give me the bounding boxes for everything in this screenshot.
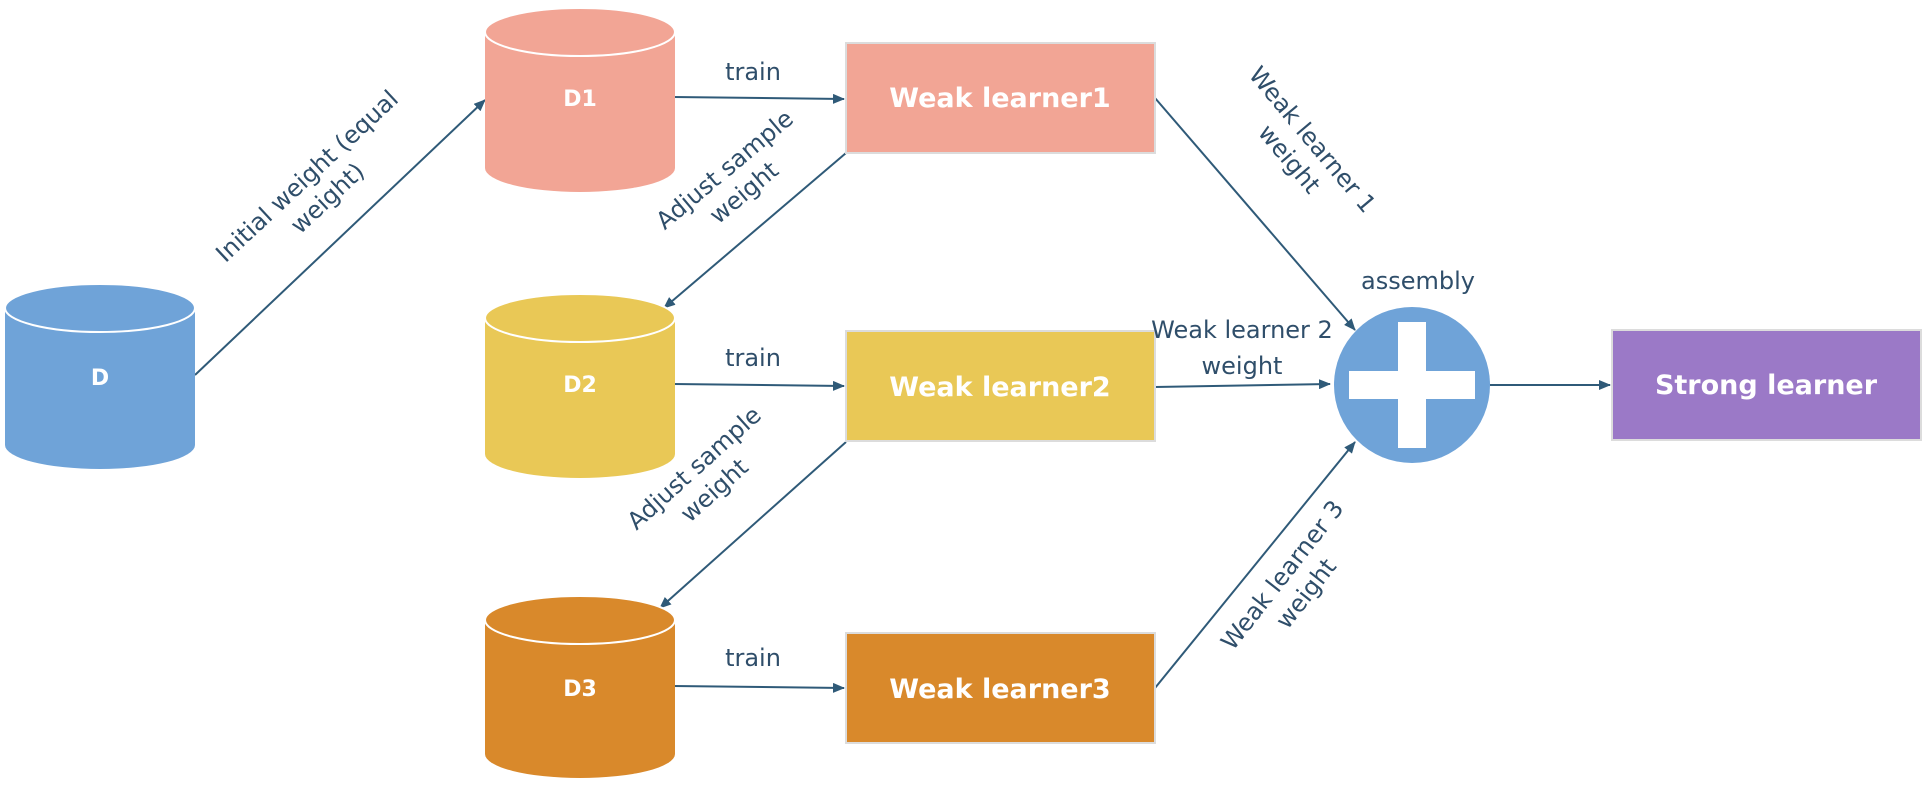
cylinder-d3: D3 — [484, 595, 676, 778]
edge-weak1-to-assembly — [1154, 97, 1356, 331]
plus-icon — [1349, 322, 1475, 448]
edge-d2-to-weak2 — [672, 380, 845, 391]
initial-weight-line-1: Initial weight (equal — [210, 85, 404, 268]
wl2-weight-line-2: weight — [1202, 352, 1283, 380]
edge-label-train-1: train — [725, 58, 781, 86]
edge-label-weak-learner-2-weight: Weak learner 2 weight — [1151, 316, 1333, 380]
cylinder-d1-label: D1 — [563, 87, 597, 112]
weak-learner-3-box: Weak learner3 — [845, 632, 1156, 744]
edge-label-train-2: train — [725, 344, 781, 372]
weak-learner-1-box: Weak learner1 — [845, 42, 1156, 154]
cylinder-d2: D2 — [484, 293, 676, 478]
assembly-node: assembly — [1334, 267, 1490, 463]
edge-label-train-3: train — [725, 644, 781, 672]
edge-weak2-to-d3 — [659, 441, 847, 609]
strong-learner-box: Strong learner — [1611, 329, 1922, 441]
cylinder-d2-label: D2 — [563, 373, 597, 398]
cylinder-d1: D1 — [484, 7, 676, 192]
edge-d-to-d1 — [194, 99, 486, 376]
edge-weak3-to-assembly — [1154, 441, 1356, 689]
weak-learner-3-label: Weak learner3 — [889, 674, 1110, 705]
wl2-weight-line-1: Weak learner 2 — [1151, 316, 1333, 344]
edge-d1-to-weak1 — [672, 93, 845, 104]
assembly-label: assembly — [1361, 267, 1475, 295]
edge-d3-to-weak3 — [672, 682, 845, 693]
edge-label-weak-learner-1-weight: Weak learner 1 weight — [1243, 61, 1381, 218]
edge-weak2-to-assembly — [1154, 379, 1331, 390]
cylinder-d-label: D — [91, 366, 109, 391]
edge-label-adjust-1: Adjust sample weight — [651, 104, 799, 235]
cylinder-d3-label: D3 — [563, 677, 597, 702]
weak-learner-2-label: Weak learner2 — [889, 372, 1110, 403]
cylinder-d: D — [4, 283, 196, 469]
strong-learner-label: Strong learner — [1655, 370, 1878, 401]
weak-learner-1-label: Weak learner1 — [889, 83, 1110, 114]
edge-weak1-to-d2 — [663, 152, 847, 309]
weak-learner-2-box: Weak learner2 — [845, 330, 1156, 442]
